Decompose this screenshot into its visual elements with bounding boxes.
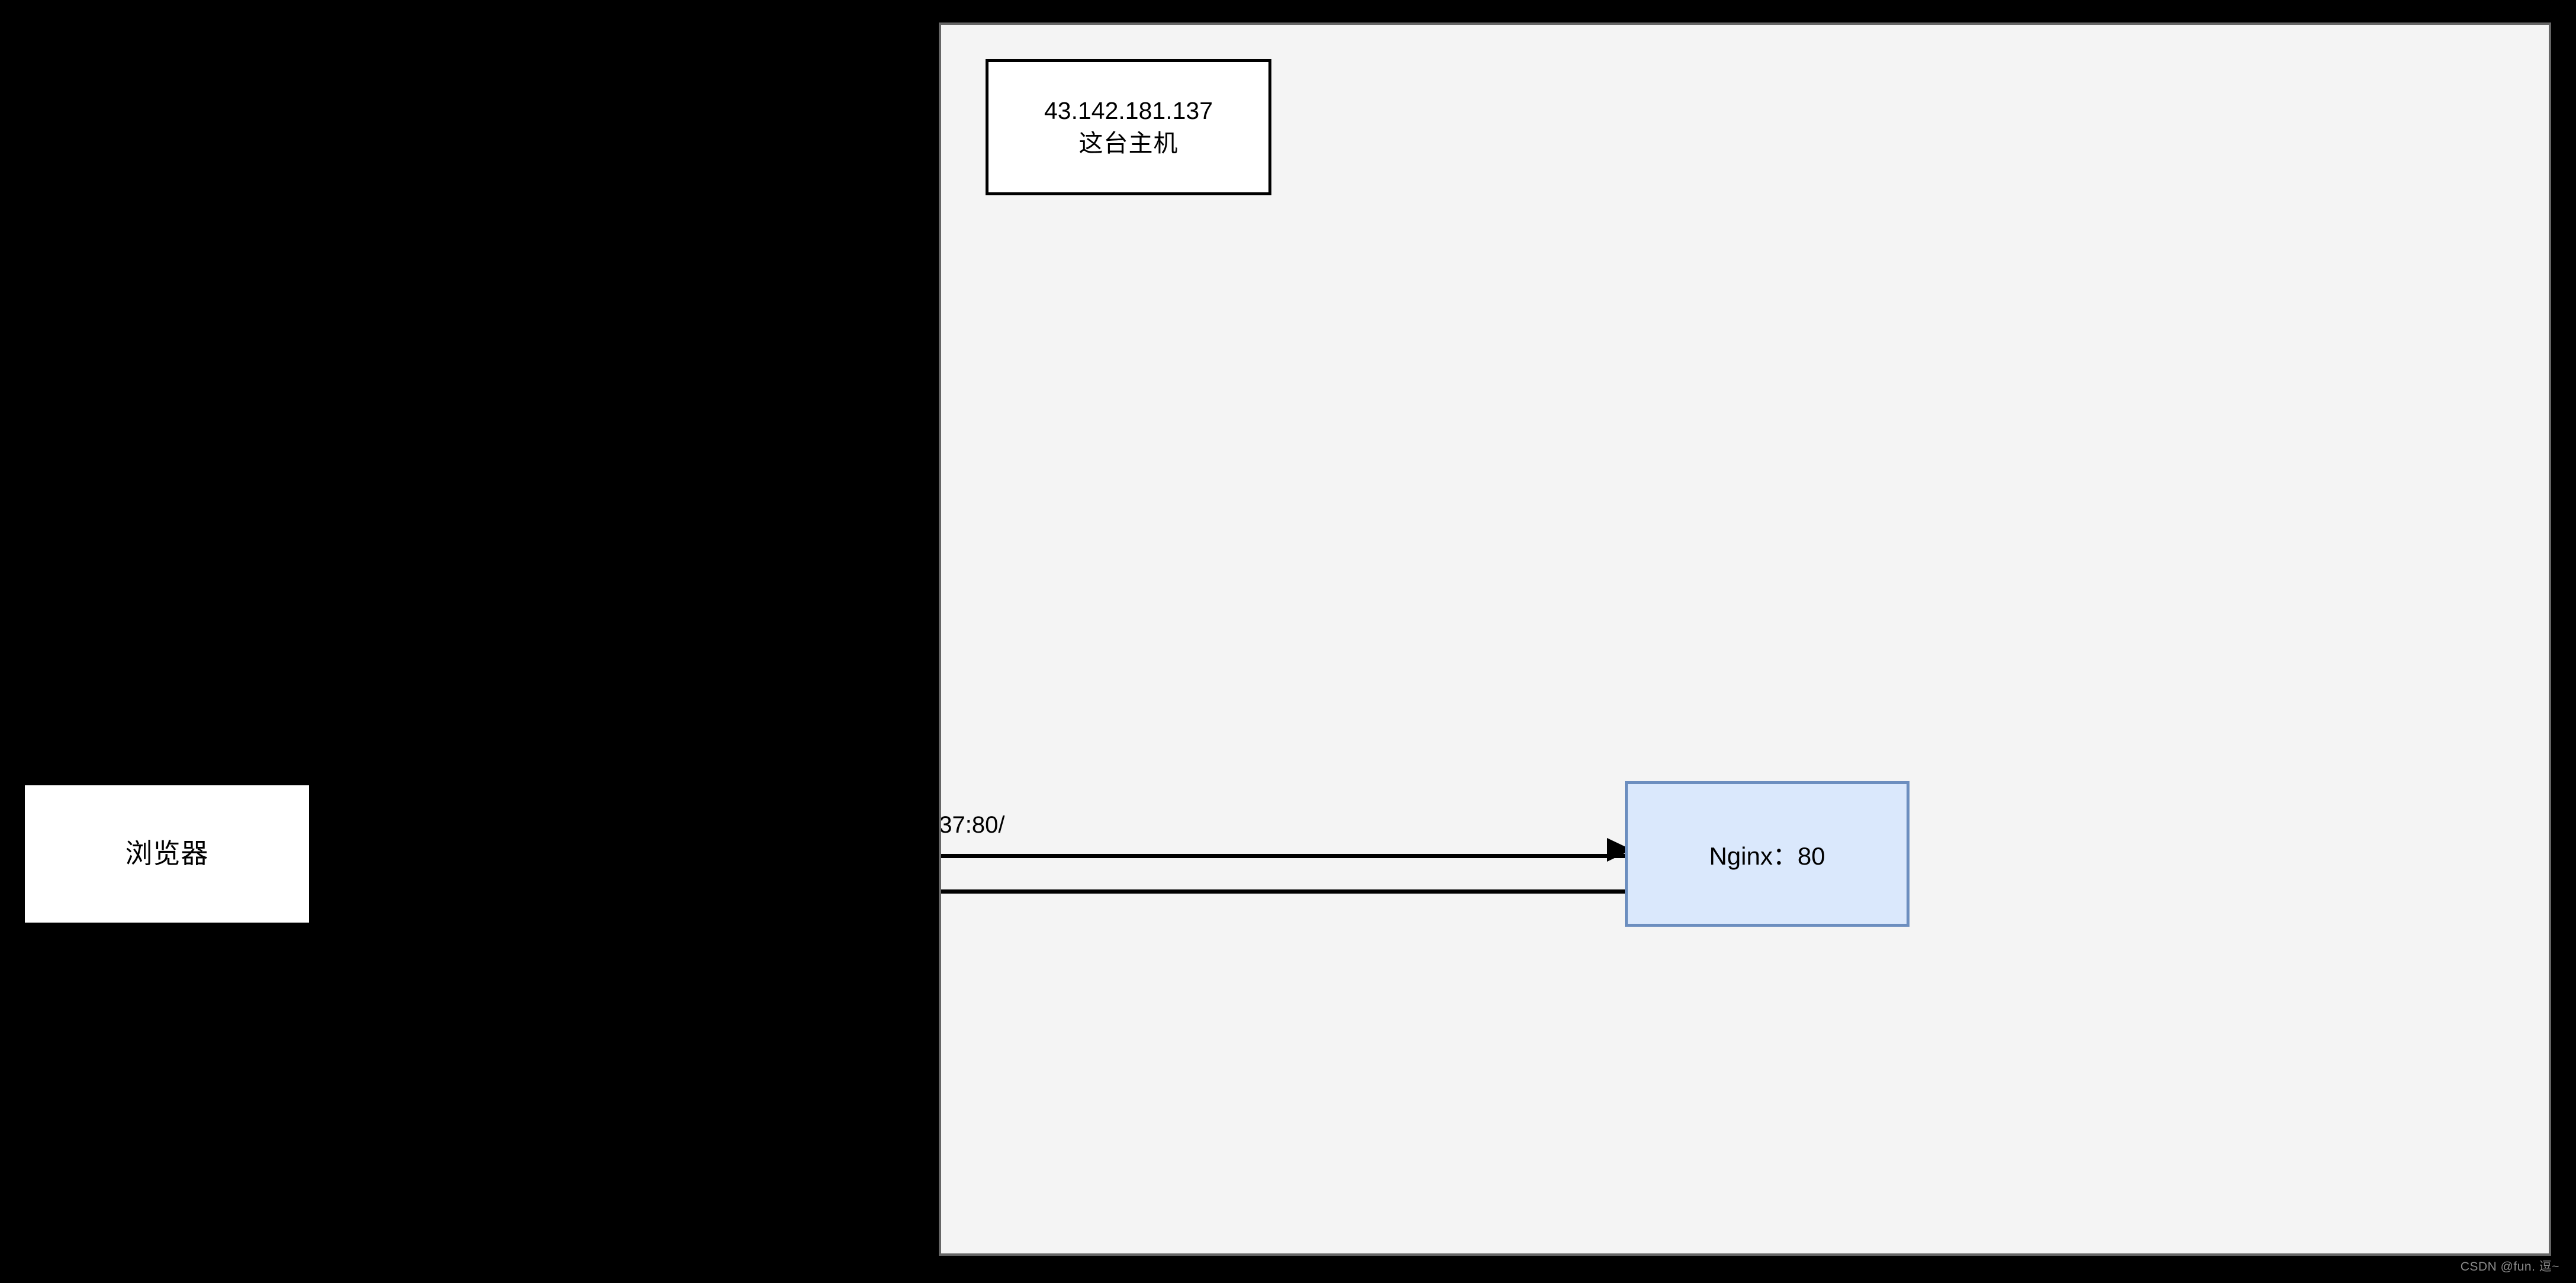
- node-host[interactable]: 43.142.181.137 这台主机: [986, 59, 1271, 195]
- diagram-panel: 43.142.181.137 这台主机 137:80/ Nginx：80: [939, 22, 2551, 1256]
- node-host-ip: 43.142.181.137: [1044, 96, 1213, 124]
- edge-browser-to-nginx: [941, 854, 1627, 858]
- edge-request-label: 137:80/: [941, 812, 1005, 838]
- node-browser-label: 浏览器: [125, 838, 209, 869]
- node-browser[interactable]: 浏览器: [25, 785, 309, 923]
- node-nginx-label: Nginx：80: [1709, 842, 1825, 870]
- diagram-panel-inner: 43.142.181.137 这台主机 137:80/ Nginx：80: [941, 25, 2549, 1253]
- node-host-subtitle: 这台主机: [1078, 130, 1178, 157]
- node-nginx[interactable]: Nginx：80: [1625, 781, 1910, 927]
- watermark: CSDN @fun. 逗~: [2460, 1260, 2559, 1274]
- edge-nginx-to-browser: [941, 889, 1627, 894]
